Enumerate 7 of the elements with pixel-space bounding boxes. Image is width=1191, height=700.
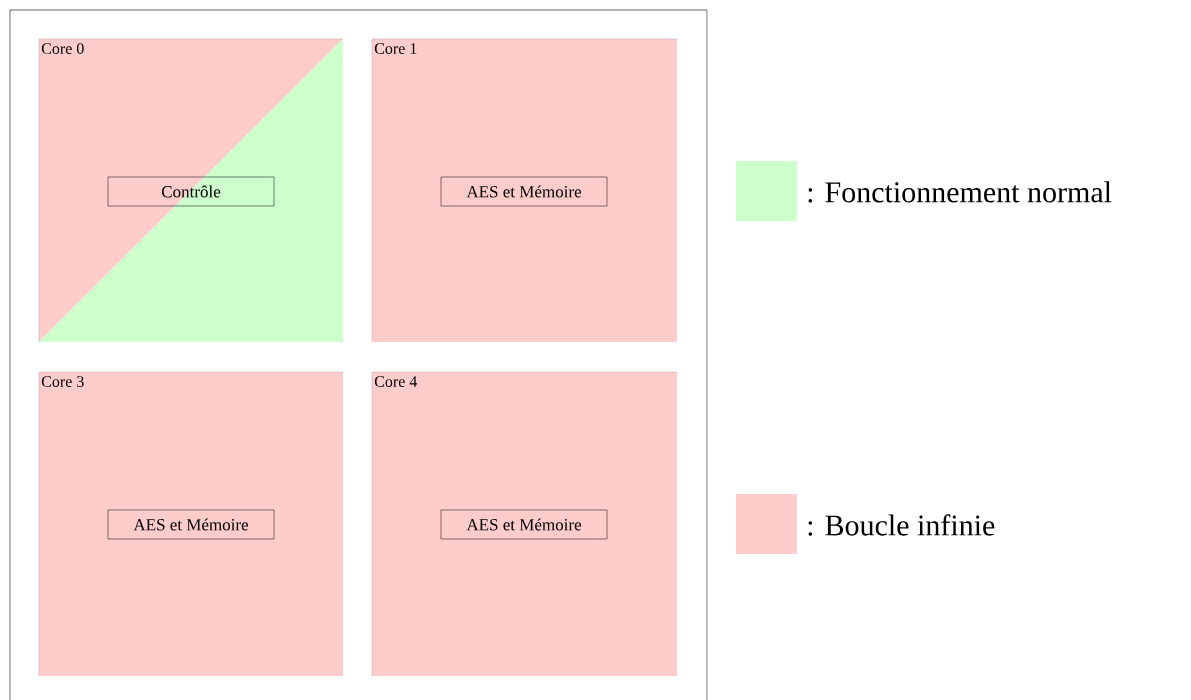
legend-text: : Boucle infinie xyxy=(808,514,995,536)
label-box: Contrôle xyxy=(107,176,275,207)
legend-text: : Fonctionnement normal xyxy=(808,181,1112,203)
label-box: AES et Mémoire xyxy=(440,176,608,207)
label-box: AES et Mémoire xyxy=(107,509,275,540)
label-box: AES et Mémoire xyxy=(440,509,608,540)
frame xyxy=(9,9,708,700)
